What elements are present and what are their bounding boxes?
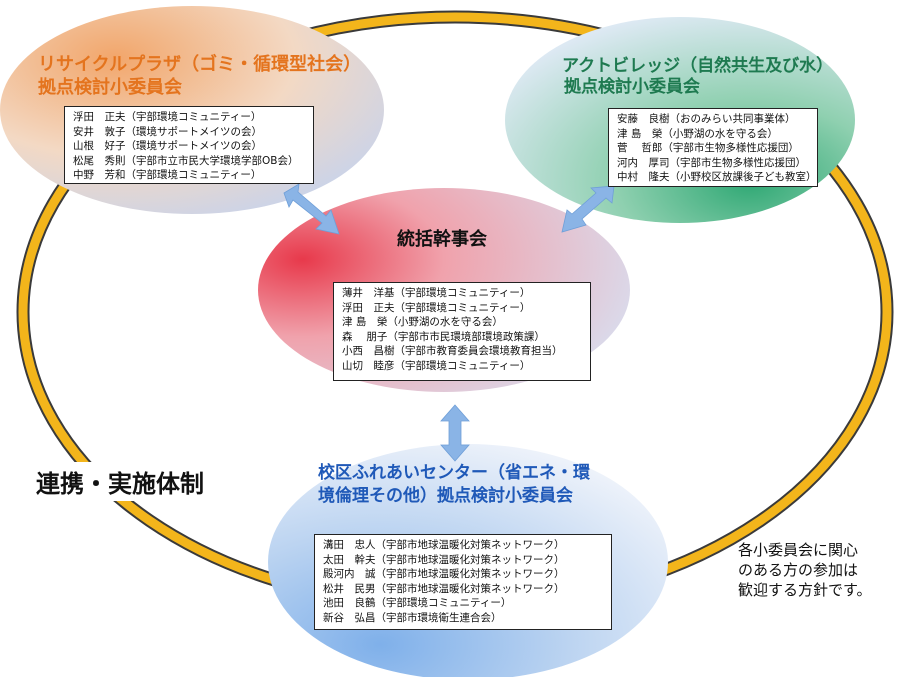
arrow-act-center [561,185,615,233]
recycle-title-line2: 拠点検討小委員会 [38,76,182,98]
member-row: 松井 民男（宇部市地球温暖化対策ネットワーク） [323,582,565,595]
member-row: 浮田 正夫（宇部環境コミュニティー） [342,301,531,314]
member-row: 新谷 弘昌（宇部市環境衛生連合会） [323,611,502,624]
member-row: 河内 厚司（宇部市生物多様性応援団） [617,156,806,169]
member-row: 山根 好子（環境サポートメイツの会） [73,140,262,153]
arrow-recycle-center [283,183,340,235]
member-row: 菅 哲郎（宇部市生物多様性応援団） [617,142,799,155]
member-row: 山切 睦彦（宇部環境コミュニティー） [342,359,531,372]
member-row: 池田 良鶴（宇部環境コミュニティー） [323,597,512,610]
cooperation-system-label: 連携・実施体制 [32,462,208,501]
member-row: 津 島 榮（小野湖の水を守る会） [342,316,503,329]
school-members-box: 溝田 忠人（宇部市地球温暖化対策ネットワーク） 太田 幹夫（宇部市地球温暖化対策… [314,534,612,630]
act-title-line2: 拠点検討小委員会 [564,77,700,98]
member-row: 浮田 正夫（宇部環境コミュニティー） [73,111,262,123]
school-title-line1: 校区ふれあいセンター（省エネ・環 [318,463,590,483]
arrow-center-school [440,404,470,462]
member-row: 森 朋子（宇部市市民環境部環境政策課） [342,330,545,343]
school-title: 校区ふれあいセンター（省エネ・環 境倫理その他）拠点検討小委員会 [318,462,590,508]
member-row: 溝田 忠人（宇部市地球温暖化対策ネットワーク） [323,539,565,551]
member-row: 安井 敦子（環境サポートメイツの会） [73,125,262,138]
school-title-line2: 境倫理その他）拠点検討小委員会 [318,485,573,506]
act-title: アクトビレッジ（自然共生及び水） 拠点検討小委員会 [562,56,833,99]
note-line1: 各小委員会に関心 [738,541,859,559]
member-row: 小西 昌樹（宇部市教育委員会環境教育担当） [342,345,563,358]
recycle-title-line1: リサイクルプラザ（ゴミ・循環型社会） [38,54,362,75]
center-members-box: 薄井 洋基（宇部環境コミュニティー） 浮田 正夫（宇部環境コミュニティー） 津 … [333,282,591,381]
act-title-line1: アクトビレッジ（自然共生及び水） [562,56,834,76]
member-row: 中村 隆夫（小野校区放課後子ども教室） [617,171,817,184]
note-line2: のある方の参加は [738,561,859,579]
participation-note: 各小委員会に関心 のある方の参加は 歓迎する方針です。 [738,540,872,600]
member-row: 太田 幹夫（宇部市地球温暖化対策ネットワーク） [323,553,565,566]
member-row: 安藤 良樹（おのみらい共同事業体） [617,113,796,125]
recycle-title: リサイクルプラザ（ゴミ・循環型社会） 拠点検討小委員会 [38,54,361,99]
member-row: 津 島 榮（小野湖の水を守る会） [617,127,778,140]
member-row: 中野 芳和（宇部環境コミュニティー） [73,169,262,182]
member-row: 殿河内 誠（宇部市地球温暖化対策ネットワーク） [323,568,565,581]
note-line3: 歓迎する方針です。 [738,581,872,599]
act-members-box: 安藤 良樹（おのみらい共同事業体） 津 島 榮（小野湖の水を守る会） 菅 哲郎（… [608,108,818,187]
member-row: 薄井 洋基（宇部環境コミュニティー） [342,287,531,299]
member-row: 松尾 秀則（宇部市立市民大学環境学部OB会） [73,154,299,167]
recycle-members-box: 浮田 正夫（宇部環境コミュニティー） 安井 敦子（環境サポートメイツの会） 山根… [64,106,314,184]
center-title: 統括幹事会 [397,229,487,250]
